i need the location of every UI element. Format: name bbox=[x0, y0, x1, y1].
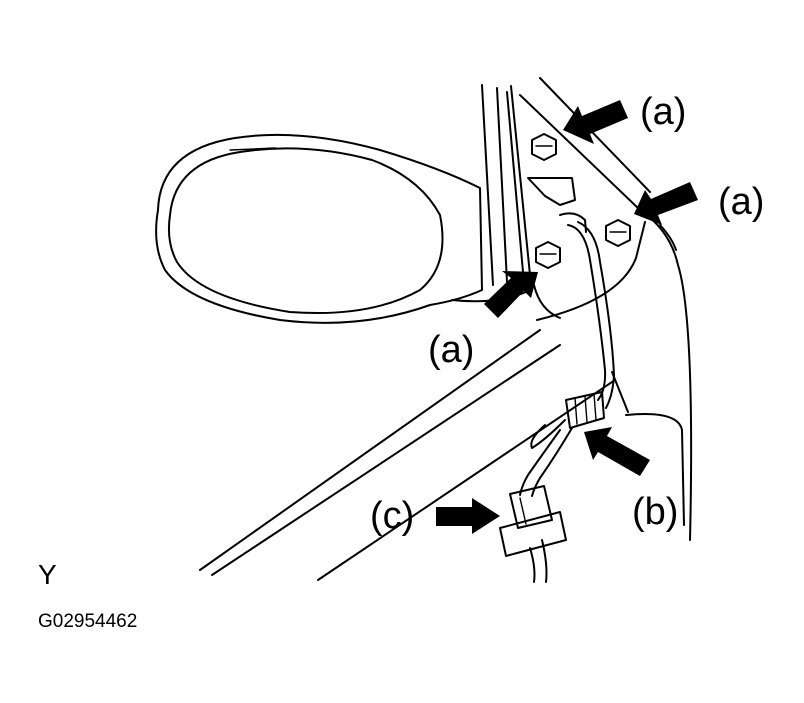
callout-a-top: (a) bbox=[640, 91, 686, 133]
mirror-housing bbox=[155, 133, 531, 324]
connector bbox=[499, 485, 567, 557]
callout-a-left: (a) bbox=[428, 329, 474, 371]
callout-c: (c) bbox=[370, 495, 414, 537]
arrow-a-top bbox=[563, 100, 628, 144]
view-label: Y bbox=[38, 559, 57, 590]
nut-top bbox=[531, 133, 557, 161]
arrow-a-left bbox=[484, 271, 538, 318]
nut-right bbox=[605, 219, 631, 247]
callout-b: (b) bbox=[632, 491, 678, 533]
wire-harness bbox=[519, 221, 615, 583]
callout-a-right: (a) bbox=[718, 181, 764, 223]
arrow-b bbox=[584, 427, 650, 476]
arrow-a-right bbox=[634, 182, 698, 225]
figure-id: G02954462 bbox=[38, 611, 137, 632]
nut-left bbox=[535, 241, 561, 269]
mounting-plate bbox=[527, 177, 587, 319]
door-panel bbox=[199, 77, 693, 581]
arrow-c bbox=[436, 498, 500, 534]
